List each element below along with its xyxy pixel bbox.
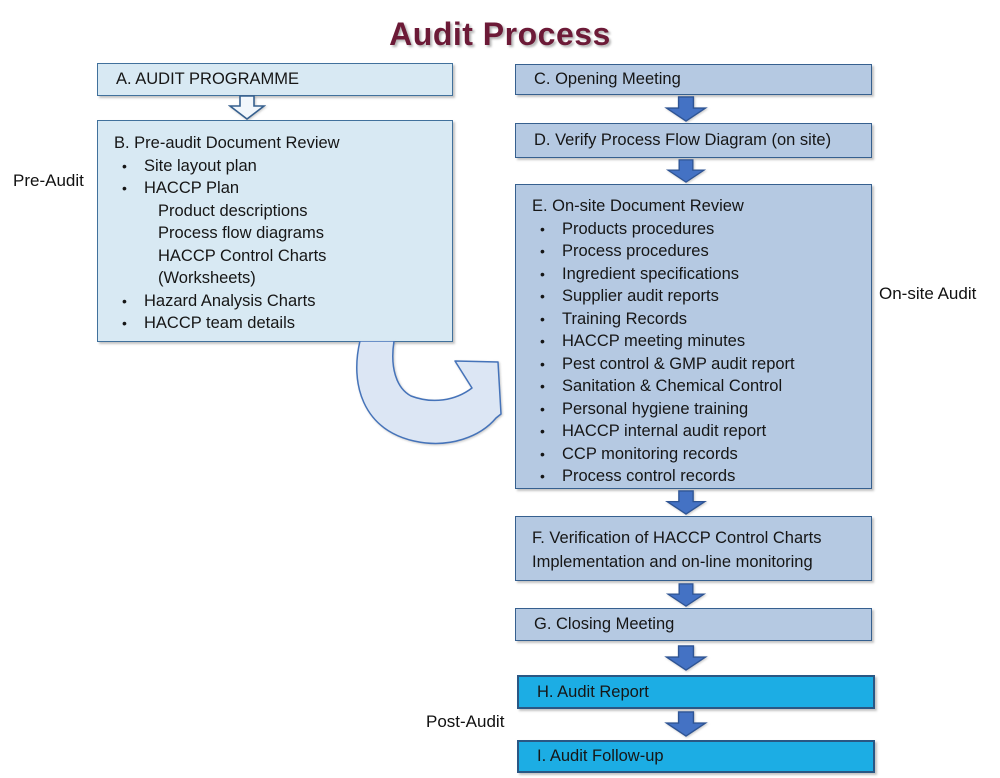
- down-arrow-icon: [663, 711, 709, 737]
- list-item-text: (Worksheets): [158, 269, 256, 287]
- down-arrow-icon: [663, 490, 709, 515]
- bullet-icon: •: [540, 243, 545, 259]
- box-opening-meeting: C. Opening Meeting: [515, 64, 872, 95]
- list-item: • Products procedures: [516, 218, 871, 241]
- curved-flow-arrow-icon: [352, 341, 502, 451]
- list-item-text: Process flow diagrams: [158, 224, 324, 242]
- bullet-icon: •: [540, 220, 545, 237]
- list-item-text: HACCP meeting minutes: [562, 332, 746, 350]
- bullet-icon: •: [540, 265, 545, 282]
- bullet-icon: •: [540, 400, 545, 417]
- bullet-icon: •: [540, 468, 545, 484]
- box-verification-line2: Implementation and on-line monitoring: [532, 553, 813, 571]
- list-item: • Supplier audit reports: [516, 285, 871, 308]
- bullet-icon: •: [122, 157, 127, 174]
- box-audit-followup: I. Audit Follow-up: [517, 740, 875, 773]
- bullet-icon: •: [540, 288, 545, 304]
- list-item-text: Ingredient specifications: [562, 264, 740, 283]
- down-arrow-icon: [663, 159, 709, 183]
- box-audit-followup-label: I. Audit Follow-up: [537, 747, 664, 765]
- list-item-text: HACCP Plan: [144, 179, 240, 197]
- box-opening-meeting-label: C. Opening Meeting: [534, 70, 681, 88]
- bullet-icon: •: [122, 180, 127, 196]
- list-item-text: Personal hygiene training: [562, 399, 749, 418]
- box-audit-programme: A. AUDIT PROGRAMME: [97, 63, 453, 96]
- list-item-text: Products procedures: [562, 219, 715, 238]
- pre-audit-label: Pre-Audit: [13, 171, 84, 190]
- box-verify-process-flow: D. Verify Process Flow Diagram (on site): [515, 123, 872, 158]
- list-item: • HACCP internal audit report: [516, 420, 871, 443]
- post-audit-label: Post-Audit: [426, 712, 505, 731]
- list-item-text: Supplier audit reports: [562, 287, 719, 305]
- box-preaudit-title: B. Pre-audit Document Review: [114, 134, 340, 152]
- box-onsite-title: E. On-site Document Review: [532, 197, 744, 215]
- bullet-icon: •: [540, 333, 545, 349]
- list-item: Product descriptions: [98, 200, 452, 223]
- list-item: (Worksheets): [98, 267, 452, 290]
- list-item-text: Process control records: [562, 467, 736, 485]
- bullet-icon: •: [540, 445, 545, 462]
- list-item-text: Sanitation & Chemical Control: [562, 377, 783, 395]
- list-item-text: Pest control & GMP audit report: [562, 354, 795, 373]
- bullet-icon: •: [540, 310, 545, 327]
- box-audit-programme-label: A. AUDIT PROGRAMME: [116, 70, 300, 88]
- box-verify-process-flow-label: D. Verify Process Flow Diagram (on site): [534, 131, 832, 149]
- list-item-text: Process procedures: [562, 242, 709, 260]
- list-item: • Hazard Analysis Charts: [98, 290, 452, 313]
- list-item-text: HACCP internal audit report: [562, 422, 767, 440]
- list-item-text: Site layout plan: [144, 156, 257, 175]
- box-preaudit-document-review: B. Pre-audit Document Review • Site layou…: [97, 120, 453, 342]
- down-arrow-icon: [663, 645, 709, 671]
- onsite-audit-label: On-site Audit: [879, 284, 977, 303]
- list-item: • Process procedures: [516, 240, 871, 263]
- list-item: • Personal hygiene training: [516, 398, 871, 421]
- list-item: • Sanitation & Chemical Control: [516, 375, 871, 398]
- box-closing-meeting: G. Closing Meeting: [515, 608, 872, 641]
- list-item-text: Training Records: [562, 309, 688, 328]
- box-onsite-document-review: E. On-site Document Review • Products pro…: [515, 184, 872, 489]
- list-item: • Ingredient specifications: [516, 263, 871, 286]
- hollow-down-arrow-icon: [228, 95, 266, 120]
- list-item-text: HACCP Control Charts: [158, 246, 327, 265]
- list-item: • HACCP Plan: [98, 177, 452, 200]
- bullet-icon: •: [540, 378, 545, 394]
- list-item: • Pest control & GMP audit report: [516, 353, 871, 376]
- list-item: Process flow diagrams: [98, 222, 452, 245]
- list-item-text: Hazard Analysis Charts: [144, 291, 316, 310]
- page-title: Audit Process: [389, 16, 611, 52]
- down-arrow-icon: [663, 96, 709, 122]
- box-closing-meeting-label: G. Closing Meeting: [534, 615, 675, 633]
- box-audit-report-label: H. Audit Report: [537, 682, 649, 701]
- list-item: • Process control records: [516, 465, 871, 488]
- list-item-text: Product descriptions: [158, 201, 308, 220]
- list-item: • Site layout plan: [98, 155, 452, 178]
- box-verification-haccp: F. Verification of HACCP Control Charts …: [515, 516, 872, 581]
- list-item: • HACCP meeting minutes: [516, 330, 871, 353]
- list-item: • HACCP team details: [98, 312, 452, 335]
- list-item: HACCP Control Charts: [98, 245, 452, 268]
- list-item: • Training Records: [516, 308, 871, 331]
- list-item: • CCP monitoring records: [516, 443, 871, 466]
- down-arrow-icon: [663, 583, 709, 607]
- box-verification-line1: F. Verification of HACCP Control Charts: [532, 529, 822, 547]
- list-item-text: CCP monitoring records: [562, 444, 738, 463]
- bullet-icon: •: [540, 423, 545, 439]
- bullet-icon: •: [122, 315, 127, 331]
- bullet-icon: •: [540, 355, 545, 372]
- bullet-icon: •: [122, 292, 127, 309]
- onsite-item-list: •Products procedures•Process procedures•…: [516, 218, 871, 488]
- list-item-text: HACCP team details: [144, 314, 296, 332]
- box-audit-report: H. Audit Report: [517, 675, 875, 709]
